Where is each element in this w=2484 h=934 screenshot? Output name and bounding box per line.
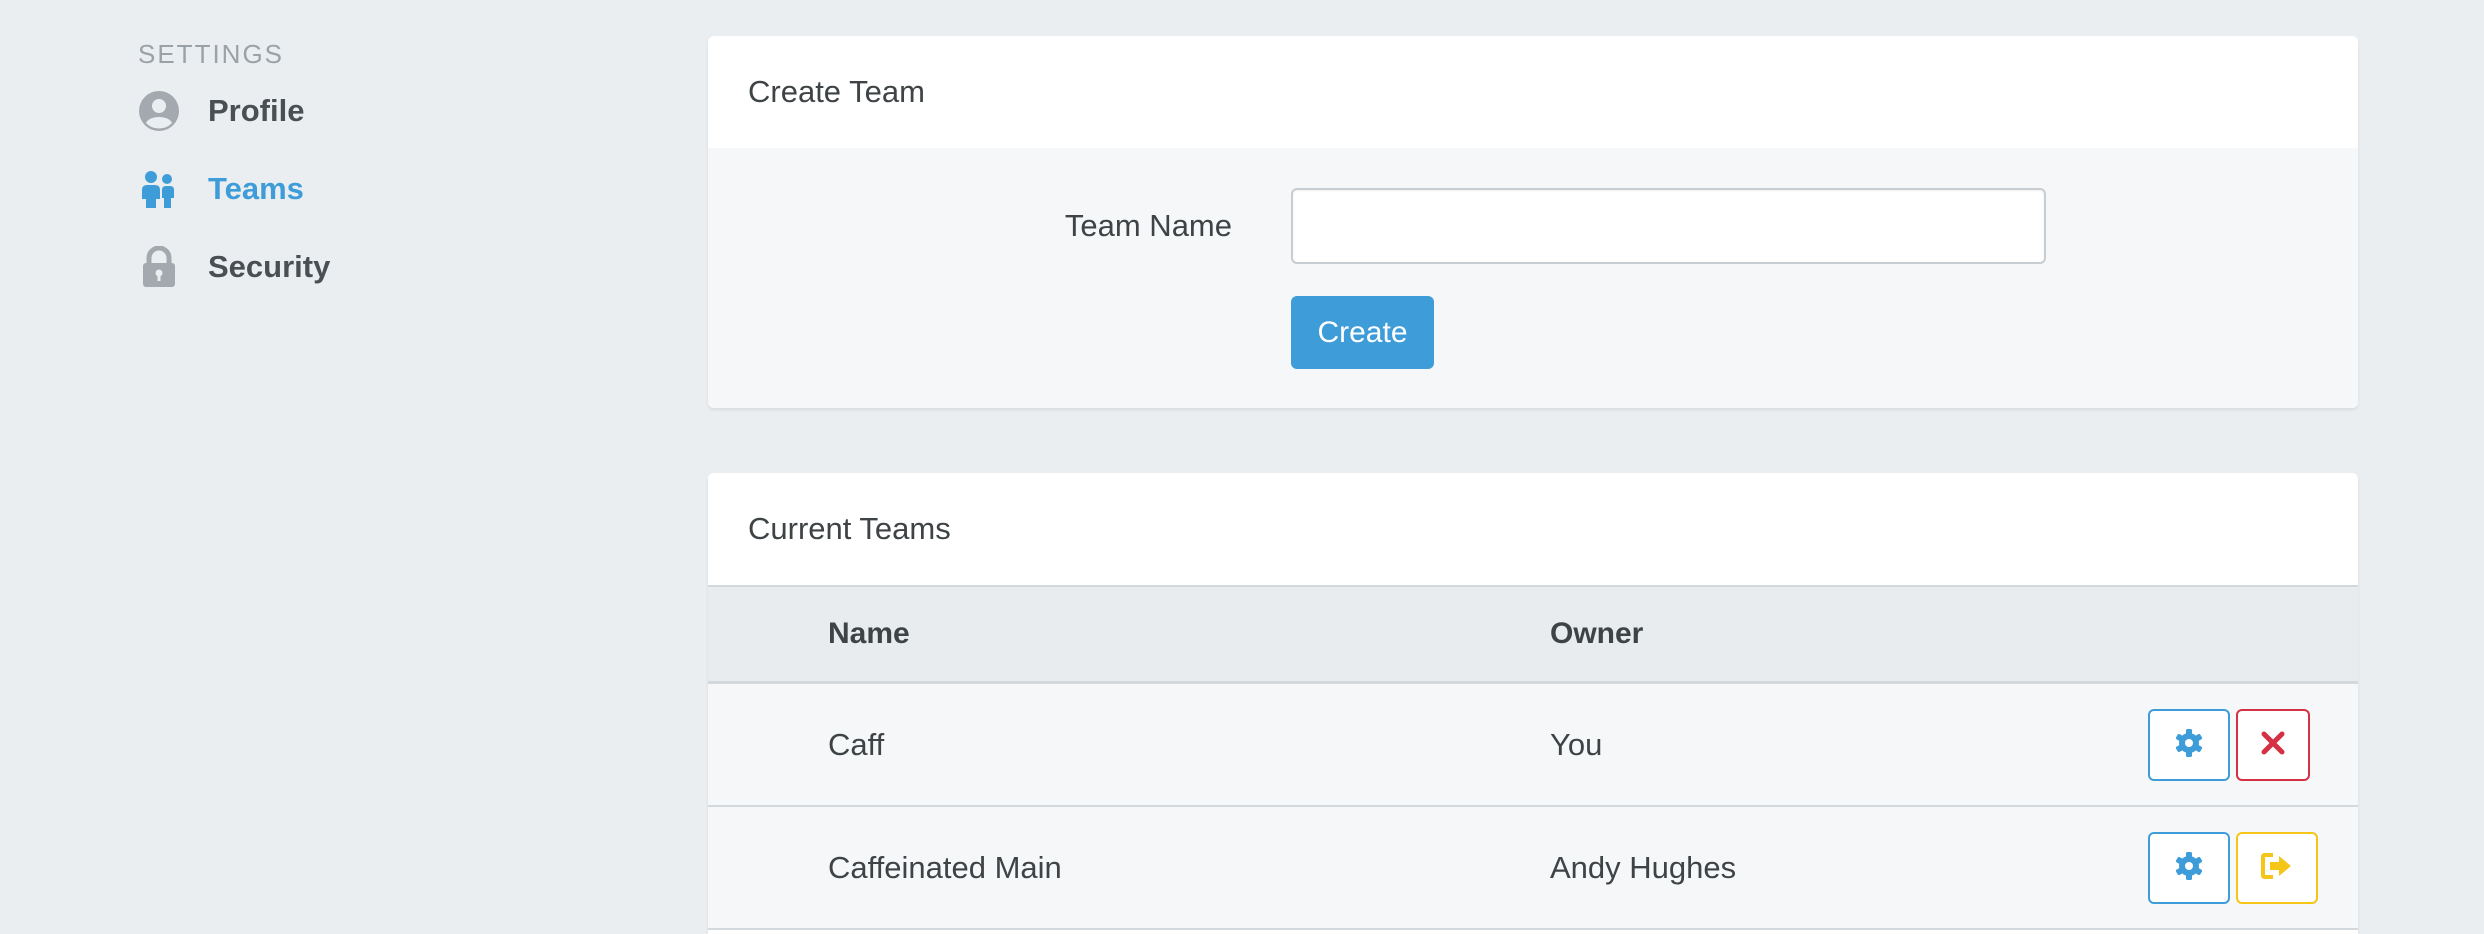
column-header-owner: Owner — [1550, 617, 1644, 650]
team-owner-cell: You — [1550, 727, 1603, 762]
delete-team-button[interactable] — [2236, 709, 2310, 781]
settings-sidebar: SETTINGS Profile Teams — [138, 36, 558, 306]
lock-icon — [138, 246, 180, 288]
current-teams-title: Current Teams — [708, 473, 2358, 585]
sidebar-item-security[interactable]: Security — [138, 228, 558, 306]
sidebar-item-label: Teams — [208, 171, 304, 206]
team-name-cell: Caff — [828, 727, 885, 762]
team-name-cell: Caffeinated Main — [828, 850, 1062, 885]
create-button[interactable]: Create — [1291, 296, 1434, 369]
team-name-label: Team Name — [1064, 208, 1232, 243]
sidebar-heading: SETTINGS — [138, 39, 285, 69]
column-header-name: Name — [828, 617, 910, 650]
leave-team-button[interactable] — [2236, 832, 2318, 904]
create-team-card: Create Team Team Name Create — [708, 36, 2358, 408]
close-icon — [2260, 730, 2286, 761]
current-teams-card: Current Teams Name Owner Caff You — [708, 473, 2358, 934]
create-team-form: Team Name Create — [708, 148, 2358, 408]
table-row: Caffeinated Main Andy Hughes — [708, 807, 2358, 930]
user-circle-icon — [138, 90, 180, 132]
row-actions — [2148, 709, 2310, 781]
gear-icon — [2174, 728, 2204, 763]
sidebar-item-label: Profile — [208, 93, 305, 128]
table-row: Caff You — [708, 684, 2358, 807]
create-team-title: Create Team — [708, 36, 2358, 148]
team-name-input[interactable] — [1291, 188, 2046, 264]
team-settings-button[interactable] — [2148, 709, 2230, 781]
sign-out-icon — [2261, 852, 2293, 885]
teams-table-header: Name Owner — [708, 585, 2358, 684]
sidebar-item-teams[interactable]: Teams — [138, 150, 558, 228]
row-actions — [2148, 832, 2318, 904]
gear-icon — [2174, 851, 2204, 886]
sidebar-item-label: Security — [208, 249, 331, 284]
team-settings-button[interactable] — [2148, 832, 2230, 904]
sidebar-item-profile[interactable]: Profile — [138, 72, 558, 150]
users-icon — [138, 168, 180, 210]
team-owner-cell: Andy Hughes — [1550, 850, 1737, 885]
